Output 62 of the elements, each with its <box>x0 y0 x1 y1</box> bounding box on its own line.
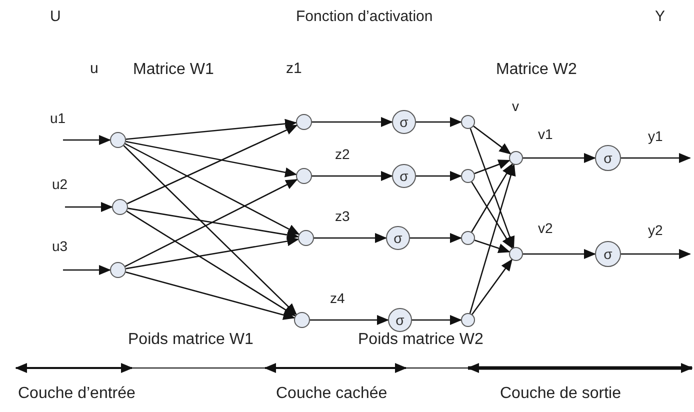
text-label: y2 <box>648 222 663 240</box>
text-label: z3 <box>335 208 350 226</box>
text-label: u <box>90 60 98 79</box>
arrow <box>127 124 298 204</box>
arrow <box>63 135 111 145</box>
sigma-node: σ <box>595 241 621 267</box>
sigma-node: σ <box>388 308 412 332</box>
text-label: U <box>50 8 61 27</box>
text-label: u1 <box>50 110 66 128</box>
text-label: Fonction d’activation <box>296 8 433 27</box>
arrow <box>410 233 462 243</box>
sigma-node: σ <box>392 110 416 134</box>
sigma-node: σ <box>386 226 410 250</box>
arrow <box>416 171 462 181</box>
text-label: Couche d’entrée <box>18 384 136 404</box>
arrow <box>126 140 298 178</box>
text-label: z4 <box>330 290 345 308</box>
arrow <box>523 249 596 259</box>
arrow <box>416 117 462 127</box>
text-label: Y <box>655 8 666 27</box>
arrow <box>471 182 513 249</box>
text-label: u2 <box>52 176 68 194</box>
text-label: y1 <box>648 128 663 146</box>
arrow <box>621 249 691 259</box>
arrow <box>474 160 510 174</box>
arrow <box>65 202 113 212</box>
text-label: Matrice W2 <box>496 60 577 80</box>
arrow <box>472 258 512 315</box>
text-label: Poids matrice W2 <box>358 330 484 350</box>
arrow <box>471 163 513 232</box>
arrow <box>474 240 510 254</box>
arrow <box>124 179 298 267</box>
text-label: Couche de sortie <box>500 384 621 404</box>
arrow <box>523 153 596 163</box>
arrow <box>126 236 300 270</box>
arrow <box>124 143 300 235</box>
text-label: v1 <box>538 126 553 144</box>
arrow <box>126 271 296 320</box>
arrow <box>473 126 512 154</box>
text-label: v <box>512 98 519 116</box>
sigma-node: σ <box>392 164 416 188</box>
arrow <box>312 171 393 181</box>
text-label: z2 <box>335 146 350 164</box>
text-label: Matrice W1 <box>133 60 214 80</box>
arrow <box>412 315 462 325</box>
text-label: Poids matrice W1 <box>128 330 254 350</box>
arrow <box>621 153 691 163</box>
arrow <box>126 118 298 140</box>
arrow <box>314 233 387 243</box>
arrow <box>469 164 516 314</box>
text-label: v2 <box>538 220 553 238</box>
text-label: Couche cachée <box>276 384 388 404</box>
text-label: z1 <box>286 60 302 79</box>
arrow <box>312 117 393 127</box>
arrow <box>63 265 111 275</box>
arrow <box>470 128 515 248</box>
sigma-node: σ <box>595 145 621 171</box>
arrow <box>126 210 296 316</box>
arrow <box>123 145 297 316</box>
arrow <box>128 208 300 240</box>
text-label: u3 <box>52 238 68 256</box>
arrow <box>310 315 389 325</box>
